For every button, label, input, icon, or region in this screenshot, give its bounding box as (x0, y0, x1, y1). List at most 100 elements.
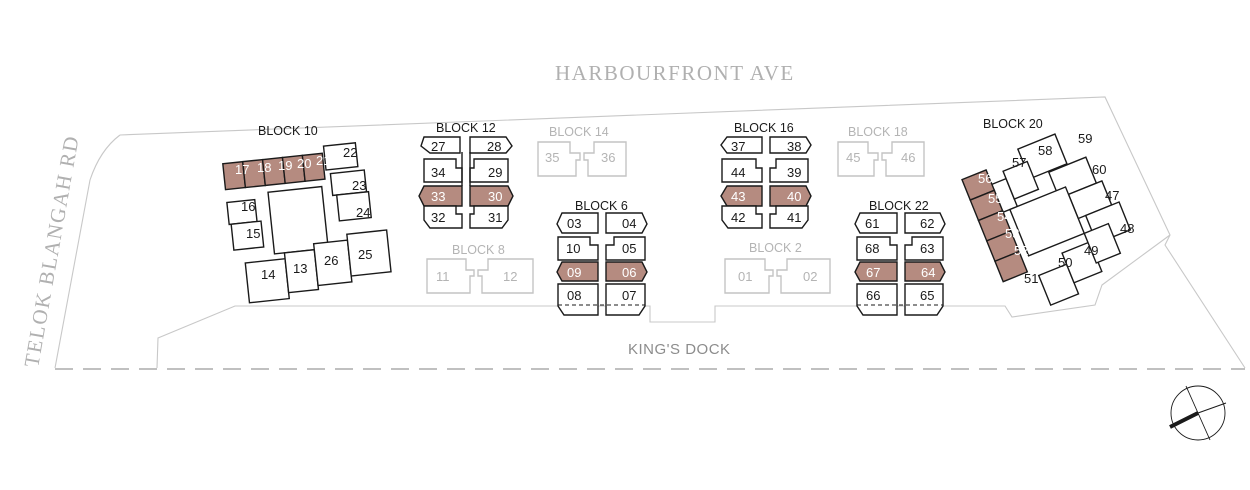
unit-label-44: 44 (731, 165, 745, 180)
block-label: BLOCK 22 (869, 199, 929, 213)
unit-65[interactable] (904, 283, 944, 316)
unit-label-11: 11 (436, 269, 450, 284)
unit-25[interactable] (346, 229, 392, 277)
unit-67[interactable] (854, 261, 898, 282)
unit-49[interactable] (1083, 222, 1122, 264)
unit-label-23: 23 (352, 178, 366, 193)
unit-37[interactable] (720, 136, 763, 154)
block-20: BLOCK 20 59 57 58 60 47 48 56 55 54 (961, 117, 1134, 307)
unit-06[interactable] (605, 261, 648, 282)
unit-label-27: 27 (431, 139, 445, 154)
unit-label-08: 08 (567, 288, 581, 303)
block-12: BLOCK 12 27 28 34 29 33 30 32 31 (418, 121, 514, 229)
unit-label-45: 45 (846, 150, 860, 165)
unit-label-30: 30 (488, 189, 502, 204)
unit-label-40: 40 (787, 189, 801, 204)
road-label-harbourfront: HARBOURFRONT AVE (555, 61, 795, 85)
unit-label-42: 42 (731, 210, 745, 225)
unit-label-51: 51 (1024, 271, 1038, 286)
unit-58[interactable] (1002, 160, 1040, 200)
unit-label-20: 20 (297, 156, 311, 171)
unit-22[interactable] (322, 142, 359, 171)
unit-label-55: 55 (988, 191, 1002, 206)
unit-label-17: 17 (235, 162, 249, 177)
unit-12[interactable] (477, 258, 534, 294)
unit-21[interactable] (301, 152, 326, 183)
block-6: BLOCK 6 03 04 10 05 09 06 08 07 (556, 199, 648, 316)
unit-label-65: 65 (920, 288, 934, 303)
unit-31[interactable] (469, 205, 509, 229)
unit-label-64: 64 (921, 265, 935, 280)
unit-46[interactable] (881, 141, 925, 177)
unit-62[interactable] (904, 212, 946, 234)
unit-36[interactable] (583, 141, 627, 177)
unit-label-06: 06 (622, 265, 636, 280)
unit-label-68: 68 (865, 241, 879, 256)
unit-label-37: 37 (731, 139, 745, 154)
unit-11[interactable] (426, 258, 475, 294)
unit-02[interactable] (776, 258, 831, 294)
block-label: BLOCK 20 (983, 117, 1043, 131)
unit-label-61: 61 (865, 216, 879, 231)
unit-label-16: 16 (241, 199, 255, 214)
block-22: BLOCK 22 61 62 68 63 67 64 66 65 (854, 199, 946, 316)
unit-01[interactable] (724, 258, 774, 294)
unit-label-28: 28 (487, 139, 501, 154)
unit-label-35: 35 (545, 150, 559, 165)
unit-05[interactable] (605, 236, 646, 261)
road-label-telok-blangah: TELOK BLANGAH RD (19, 133, 83, 369)
unit-35[interactable] (537, 141, 581, 177)
unit-label-25: 25 (358, 247, 372, 262)
unit-label-62: 62 (920, 216, 934, 231)
unit-label-24: 24 (356, 205, 370, 220)
unit-63[interactable] (904, 236, 944, 261)
block-label: BLOCK 10 (258, 124, 318, 138)
unit-24[interactable] (335, 190, 373, 222)
unit-40[interactable] (769, 185, 812, 207)
unit-label-09: 09 (567, 265, 581, 280)
block-label: BLOCK 6 (575, 199, 628, 213)
unit-32[interactable] (423, 205, 463, 229)
unit-30[interactable] (469, 185, 514, 207)
block-2: BLOCK 2 01 02 (724, 241, 831, 294)
north-arrow-icon (1169, 385, 1227, 441)
unit-label-63: 63 (920, 241, 934, 256)
unit-42[interactable] (721, 205, 763, 229)
unit-07[interactable] (605, 283, 646, 316)
core (1008, 186, 1086, 257)
unit-38[interactable] (769, 136, 812, 154)
block-label: BLOCK 2 (749, 241, 802, 255)
unit-label-58: 58 (1038, 143, 1052, 158)
unit-label-41: 41 (787, 210, 801, 225)
unit-label-29: 29 (488, 165, 502, 180)
unit-label-02: 02 (803, 269, 817, 284)
unit-66[interactable] (856, 283, 898, 316)
unit-label-21: 21 (316, 153, 330, 168)
unit-68[interactable] (856, 236, 898, 261)
unit-03[interactable] (556, 212, 599, 234)
unit-61[interactable] (854, 212, 898, 234)
unit-41[interactable] (769, 205, 809, 229)
block-label: BLOCK 8 (452, 243, 505, 257)
unit-label-12: 12 (503, 269, 517, 284)
unit-label-47: 47 (1105, 188, 1119, 203)
unit-09[interactable] (556, 261, 599, 282)
unit-64[interactable] (904, 261, 946, 282)
unit-10[interactable] (557, 236, 599, 261)
unit-45[interactable] (837, 141, 879, 177)
unit-08[interactable] (557, 283, 599, 316)
unit-44[interactable] (721, 158, 763, 183)
unit-label-26: 26 (324, 253, 338, 268)
unit-28[interactable] (469, 136, 513, 154)
unit-label-03: 03 (567, 216, 581, 231)
unit-15[interactable] (230, 220, 265, 251)
block-16: BLOCK 16 37 38 44 39 43 40 42 41 (720, 121, 812, 229)
block-label: BLOCK 16 (734, 121, 794, 135)
unit-label-56: 56 (978, 171, 992, 186)
unit-39[interactable] (769, 158, 809, 183)
unit-27[interactable] (420, 136, 461, 154)
unit-label-13: 13 (293, 261, 307, 276)
unit-52[interactable] (994, 250, 1029, 283)
unit-04[interactable] (605, 212, 648, 234)
unit-label-33: 33 (431, 189, 445, 204)
